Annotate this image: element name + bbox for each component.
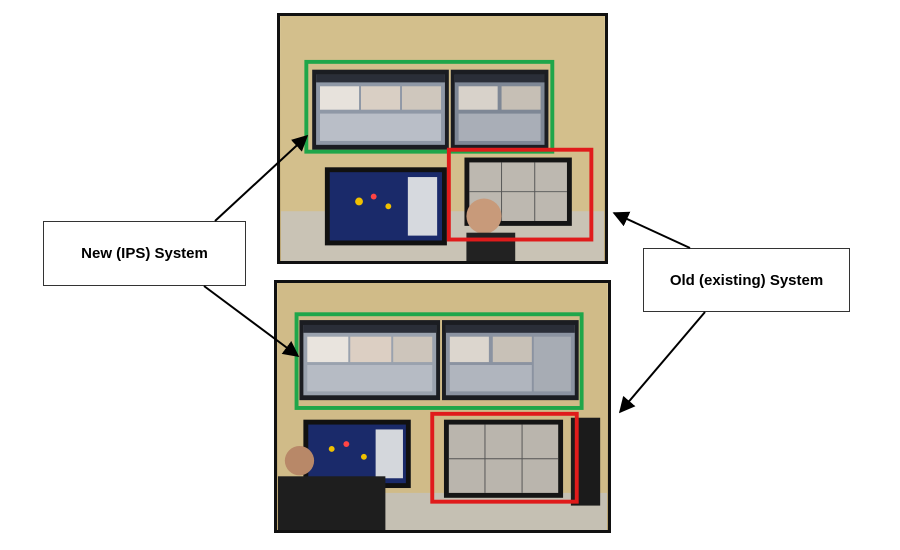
old-system-outline-top [446,147,594,242]
new-system-monitors-top [312,69,549,150]
control-room-scene-bottom [277,283,608,530]
control-room-photo-top [277,13,608,264]
person-head [466,198,502,234]
old-system-label: Old (existing) System [669,271,824,289]
control-room-photo-bottom [274,280,611,533]
old-system-outline-bottom [430,411,579,504]
new-system-label: New (IPS) System [81,245,208,262]
old-system-label-box: Old (existing) System [643,248,850,312]
new-system-label-box: New (IPS) System [43,221,246,286]
arrow-old-to-bottom [618,311,706,414]
old-system-monitor-bottom [443,419,564,498]
control-room-scene-top [280,16,605,261]
new-system-outline-top [304,59,555,154]
new-system-monitors-bottom [299,320,579,401]
new-system-outline-bottom [294,312,584,410]
map-monitor-top [324,167,447,246]
arrow-old-to-top [612,211,691,249]
person-head-bottom [284,446,315,476]
